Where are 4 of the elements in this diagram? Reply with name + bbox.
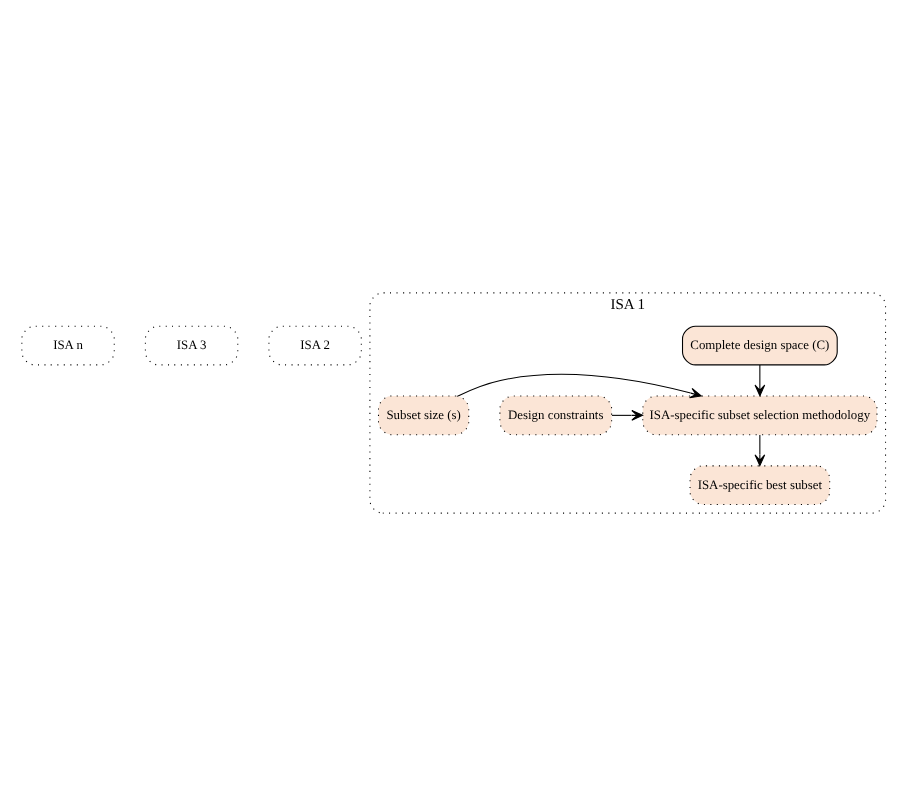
arrow — [457, 372, 702, 398]
arrow — [754, 363, 766, 396]
arrow — [611, 409, 644, 420]
arrow — [754, 433, 766, 466]
